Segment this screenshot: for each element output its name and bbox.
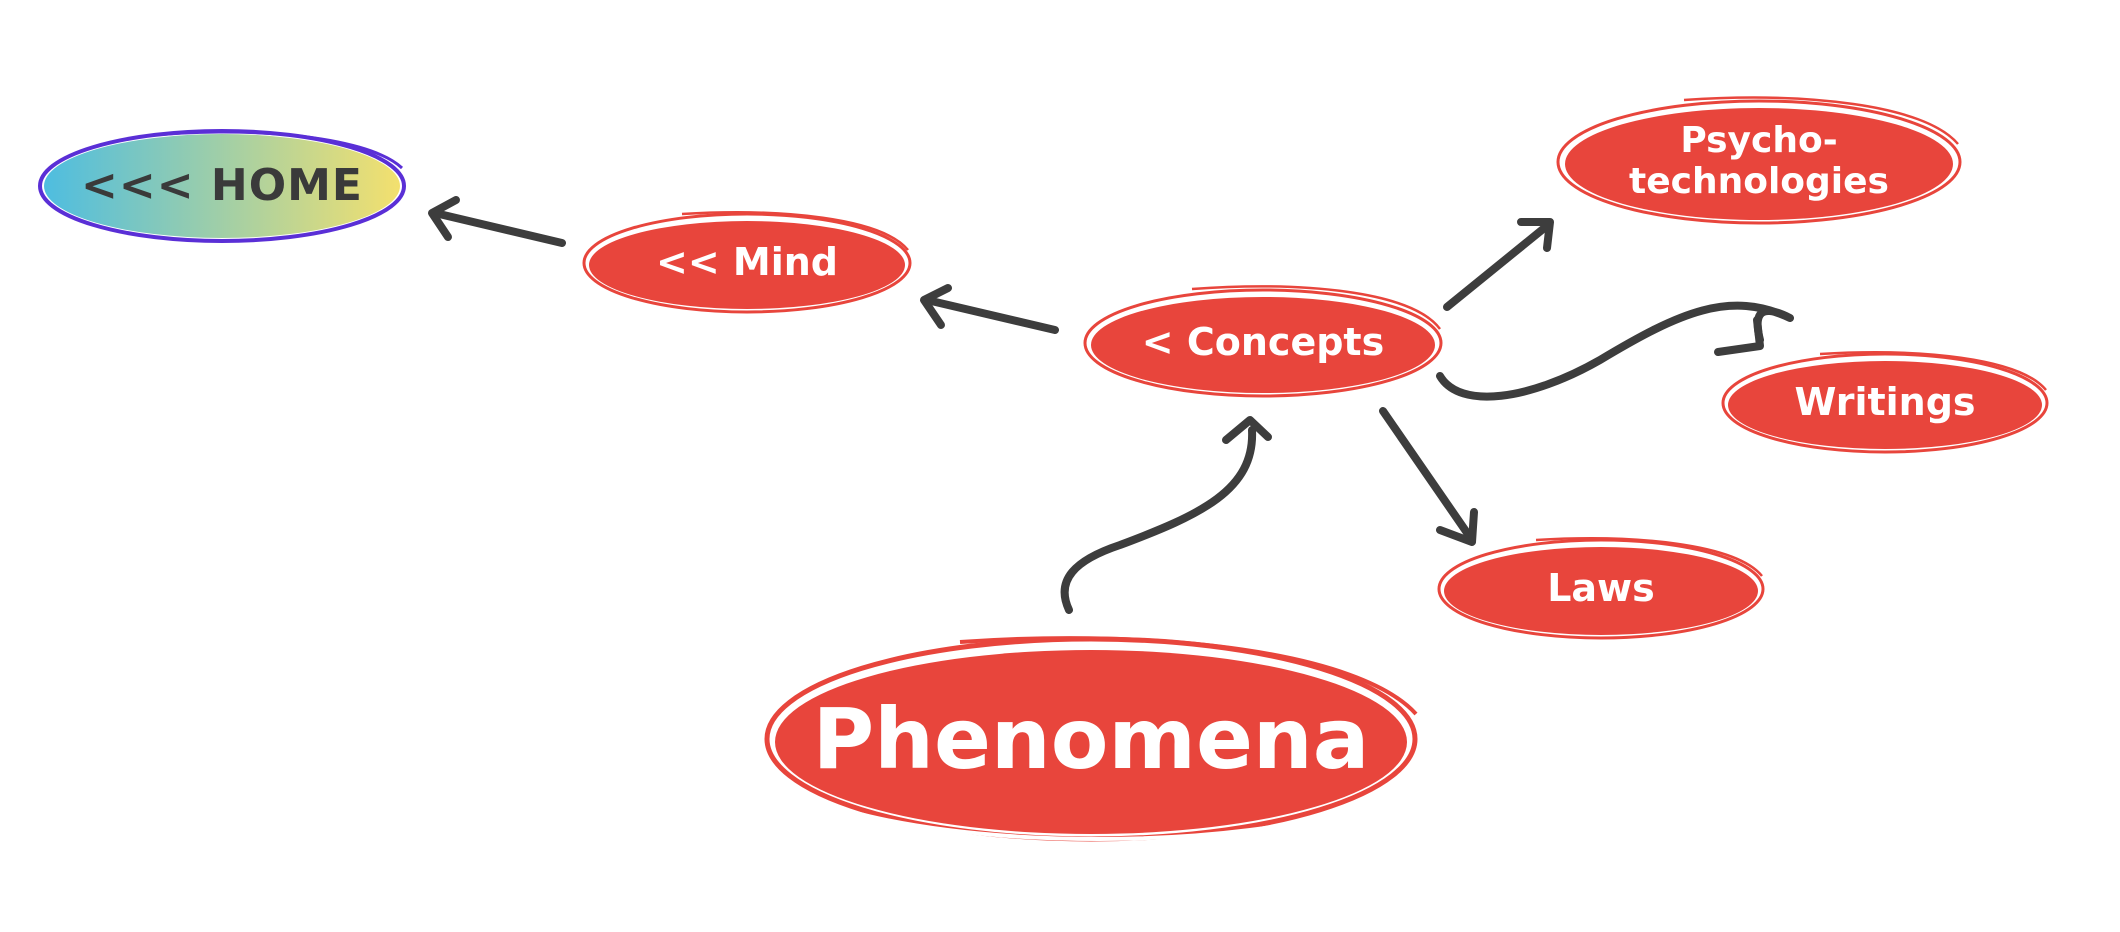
psychotechnologies-line-1: Psycho- bbox=[1680, 119, 1838, 161]
laws-node-label: Laws bbox=[1547, 566, 1655, 611]
mind-node[interactable]: << Mind bbox=[582, 210, 912, 316]
mind-node-shape bbox=[582, 211, 912, 314]
psychotechnologies-node-label: Psycho- technologies bbox=[1629, 120, 1889, 203]
phenomena-node-label: Phenomena bbox=[812, 689, 1370, 788]
arrow-concepts-to-laws bbox=[1379, 407, 1478, 546]
arrow-concepts-to-mind bbox=[920, 284, 1059, 334]
phenomena-node[interactable]: Phenomena bbox=[760, 632, 1422, 846]
arrow-phenomena-to-concepts bbox=[1060, 416, 1272, 614]
psychotechnologies-node[interactable]: Psycho- technologies bbox=[1554, 96, 1964, 226]
home-node[interactable]: <<< HOME bbox=[36, 128, 408, 244]
home-node-label: <<< HOME bbox=[81, 159, 363, 211]
phenomena-node-shape bbox=[764, 636, 1418, 842]
writings-node-label: Writings bbox=[1794, 380, 1976, 425]
arrow-concepts-to-writings bbox=[1436, 301, 1794, 401]
laws-node-shape bbox=[1437, 537, 1765, 640]
arrow-concepts-to-psychotechnologies bbox=[1443, 218, 1554, 311]
laws-node[interactable]: Laws bbox=[1436, 536, 1766, 642]
arrow-mind-to-home bbox=[428, 196, 566, 247]
psychotechnologies-line-2: technologies bbox=[1629, 161, 1889, 202]
writings-node-shape bbox=[1721, 351, 2049, 454]
writings-node[interactable]: Writings bbox=[1720, 350, 2050, 456]
psychotechnologies-node-shape bbox=[1556, 96, 1962, 225]
home-node-shape bbox=[38, 129, 406, 243]
mind-node-label: << Mind bbox=[655, 240, 838, 285]
concepts-node-label: < Concepts bbox=[1141, 320, 1385, 365]
concepts-node-shape bbox=[1083, 285, 1443, 398]
concepts-node[interactable]: < Concepts bbox=[1082, 285, 1444, 401]
